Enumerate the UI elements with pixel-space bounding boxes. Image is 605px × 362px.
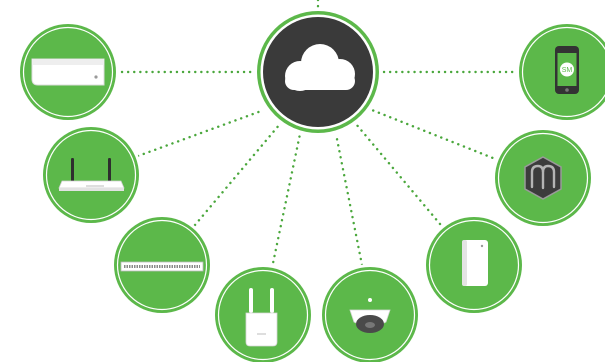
sensor-icon xyxy=(462,240,488,286)
connector-sensor xyxy=(354,122,442,226)
access-point-node[interactable] xyxy=(212,264,314,362)
connector-router xyxy=(136,108,266,158)
cloud-icon xyxy=(285,44,355,91)
connector-systems-manager xyxy=(370,108,500,162)
sensor-node[interactable] xyxy=(423,214,525,316)
router-icon xyxy=(58,158,125,191)
connector-camera xyxy=(334,132,364,267)
router-node[interactable] xyxy=(40,124,142,226)
camera-node[interactable] xyxy=(319,264,421,362)
connectors xyxy=(120,0,520,270)
systems-manager-icon xyxy=(524,156,562,200)
mobile-device-node[interactable]: SM xyxy=(516,21,605,123)
security-appliance-node[interactable] xyxy=(17,21,119,123)
systems-manager-node[interactable] xyxy=(492,127,594,229)
cloud-hub[interactable] xyxy=(254,8,382,136)
switch-icon xyxy=(120,261,204,272)
dome-camera-icon xyxy=(349,298,391,333)
switch-node[interactable] xyxy=(111,214,213,316)
access-point-icon xyxy=(245,288,278,347)
mobile-device-icon: SM xyxy=(555,46,579,94)
mobile-device-badge: SM xyxy=(562,67,573,74)
security-appliance-icon xyxy=(31,58,105,86)
connector-access-point xyxy=(270,132,302,270)
connector-switch xyxy=(193,122,282,227)
